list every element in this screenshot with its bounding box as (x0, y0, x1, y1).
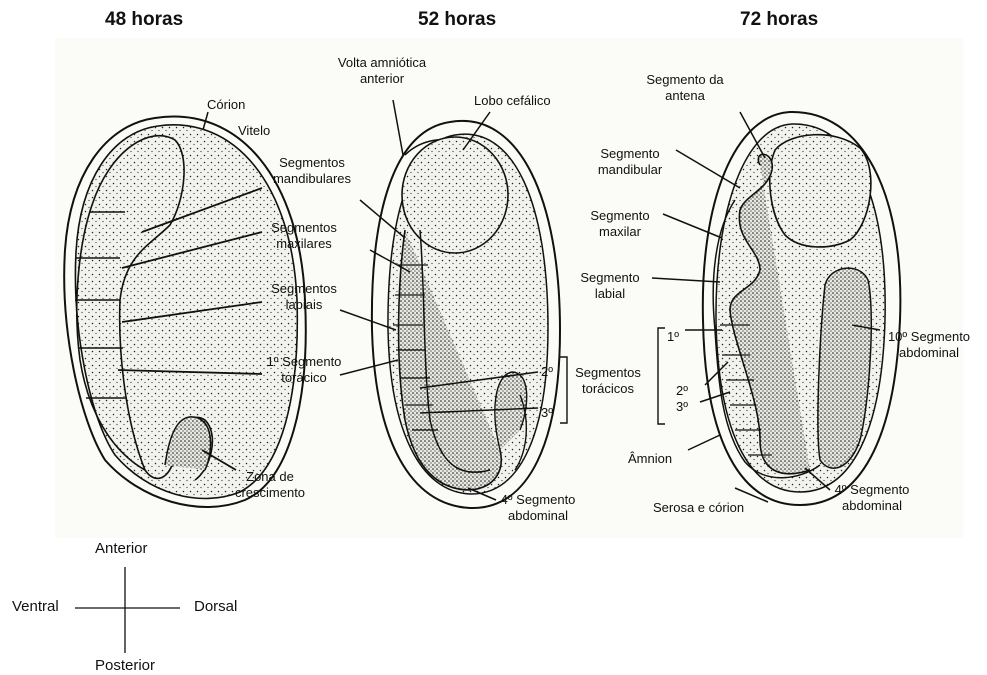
label-line: antena (635, 88, 735, 104)
label-line: 4º Segmento (488, 492, 588, 508)
orientation-cross (75, 567, 180, 653)
label-line: Segmento (585, 146, 675, 162)
label-line: Segmentos (568, 365, 648, 381)
label-serosa-e-corion: Serosa e córion (653, 500, 744, 516)
label-segmento-da-antena: Segmento da antena (635, 72, 735, 104)
label-segmentos-maxilares: Segmentos maxilares (254, 220, 354, 252)
label-line: maxilares (254, 236, 354, 252)
label-lobo-cefalico: Lobo cefálico (474, 93, 551, 109)
label-segmentos-mandibulares: Segmentos mandibulares (262, 155, 362, 187)
label-52h-2: 2º (541, 364, 553, 380)
label-amnion: Âmnion (628, 451, 672, 467)
label-line: crescimento (220, 485, 320, 501)
label-line: labial (570, 286, 650, 302)
label-line: Segmento (570, 270, 650, 286)
label-line: mandibulares (262, 171, 362, 187)
label-line: Segmentos (254, 281, 354, 297)
label-line: mandibular (585, 162, 675, 178)
label-line: abdominal (822, 498, 922, 514)
label-line: 10º Segmento (874, 329, 984, 345)
label-segmento-mandibular: Segmento mandibular (585, 146, 675, 178)
embryo-72h (652, 112, 900, 505)
label-72h-2: 2º (676, 383, 688, 399)
label-line: Zona de (220, 469, 320, 485)
label-dorsal: Dorsal (194, 598, 237, 615)
label-line: Segmento da (635, 72, 735, 88)
label-10-segmento-abdominal: 10º Segmento abdominal (874, 329, 984, 361)
label-anterior: Anterior (95, 540, 148, 557)
label-line: Segmento (580, 208, 660, 224)
label-72h-3: 3º (676, 399, 688, 415)
label-72h-4-segmento-abdominal: 4º Segmento abdominal (822, 482, 922, 514)
label-line: 4º Segmento (822, 482, 922, 498)
title-72h: 72 horas (740, 9, 818, 31)
label-line: anterior (322, 71, 442, 87)
title-48h: 48 horas (105, 9, 183, 31)
title-52h: 52 horas (418, 9, 496, 31)
embryo-52h (340, 100, 567, 508)
label-72h-1: 1º (667, 329, 679, 345)
label-vitelo: Vitelo (238, 123, 270, 139)
label-1-segmento-toracico: 1º Segmento torácico (254, 354, 354, 386)
label-line: abdominal (488, 508, 588, 524)
label-volta-amniotica-anterior: Volta amniótica anterior (322, 55, 442, 87)
label-line: abdominal (874, 345, 984, 361)
label-line: labiais (254, 297, 354, 313)
label-line: Segmentos (254, 220, 354, 236)
label-ventral: Ventral (12, 598, 59, 615)
label-52h-3: 3º (541, 405, 553, 421)
label-segmentos-toracicos: Segmentos torácicos (568, 365, 648, 397)
label-segmentos-labiais: Segmentos labiais (254, 281, 354, 313)
label-line: Segmentos (262, 155, 362, 171)
label-52h-4-segmento-abdominal: 4º Segmento abdominal (488, 492, 588, 524)
label-corion: Córion (207, 97, 245, 113)
label-line: torácico (254, 370, 354, 386)
label-segmento-maxilar: Segmento maxilar (580, 208, 660, 240)
label-zona-de-crescimento: Zona de crescimento (220, 469, 320, 501)
label-posterior: Posterior (95, 657, 155, 674)
label-line: torácicos (568, 381, 648, 397)
label-line: Volta amniótica (322, 55, 442, 71)
label-line: maxilar (580, 224, 660, 240)
label-segmento-labial: Segmento labial (570, 270, 650, 302)
label-line: 1º Segmento (254, 354, 354, 370)
